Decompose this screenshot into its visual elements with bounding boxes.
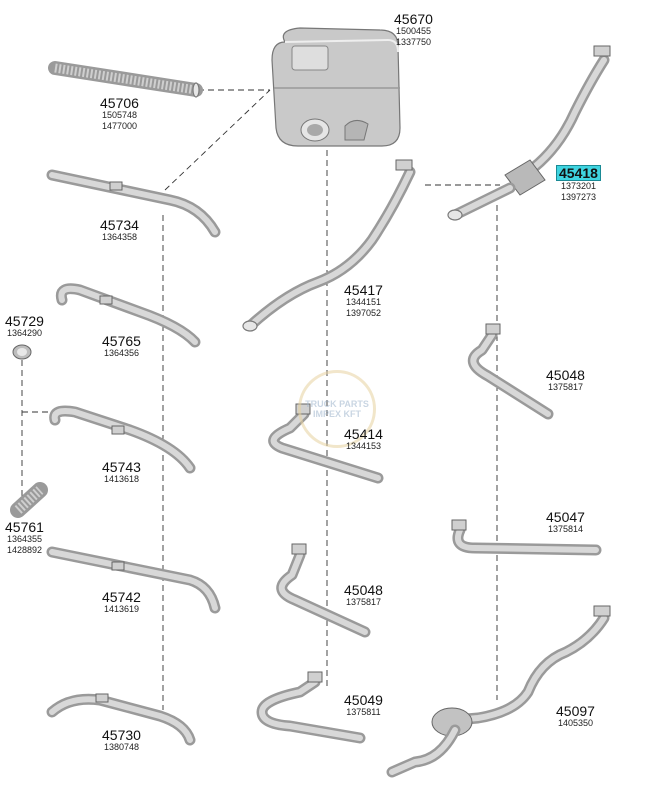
pipe-45730[interactable] [46, 693, 196, 746]
part-ref: 1477000 [101, 121, 137, 131]
watermark-line1: TRUCK PARTS [305, 399, 369, 409]
pipe-45742[interactable] [46, 546, 221, 614]
part-label-45670[interactable]: 45670 1500455 1337750 [394, 12, 433, 48]
flex-joint-45761[interactable] [10, 482, 48, 518]
pipe-45048-middle[interactable] [276, 543, 371, 638]
part-label-45048-middle[interactable]: 45048 1375817 [344, 583, 383, 608]
part-ref: 1364290 [6, 328, 42, 338]
part-number: 45730 [102, 727, 141, 743]
part-number: 45729 [5, 313, 44, 329]
part-ref: 1405350 [557, 718, 593, 728]
part-label-45742[interactable]: 45742 1413619 [102, 590, 141, 615]
part-ref: 1428892 [6, 545, 42, 555]
part-ref: 1373201 [560, 181, 596, 191]
watermark-logo: TRUCK PARTS IMPEX KFT [298, 370, 376, 448]
part-label-45048-right[interactable]: 45048 1375817 [546, 368, 585, 393]
part-label-45049[interactable]: 45049 1375811 [344, 693, 383, 718]
muffler-45670[interactable] [271, 27, 401, 147]
part-label-45734[interactable]: 45734 1364358 [100, 218, 139, 243]
part-label-45418[interactable]: 45418 1373201 1397273 [556, 165, 601, 203]
part-ref: 1344151 [345, 297, 381, 307]
part-ref: 1375814 [547, 524, 583, 534]
part-label-45729[interactable]: 45729 1364290 [5, 314, 44, 339]
part-number: 45048 [546, 367, 585, 383]
watermark-line2: IMPEX KFT [312, 409, 361, 419]
part-ref: 1397052 [345, 308, 381, 318]
part-label-45414[interactable]: 45414 1344153 [344, 427, 383, 452]
part-number: 45761 [5, 519, 44, 535]
pipe-45734[interactable] [46, 169, 221, 238]
part-number: 45742 [102, 589, 141, 605]
part-number: 45049 [344, 692, 383, 708]
part-label-45706[interactable]: 45706 1505748 1477000 [100, 96, 139, 132]
part-ref: 1380748 [103, 742, 139, 752]
pipe-45765[interactable] [55, 283, 201, 348]
part-label-45765[interactable]: 45765 1364356 [102, 334, 141, 359]
clamp-45729[interactable] [12, 344, 32, 360]
part-number: 45048 [344, 582, 383, 598]
pipe-45743[interactable] [49, 405, 196, 474]
part-ref: 1364356 [103, 348, 139, 358]
part-ref: 1337750 [395, 37, 431, 47]
part-label-45097[interactable]: 45097 1405350 [556, 704, 595, 729]
pipe-45097[interactable] [386, 605, 611, 778]
part-number: 45414 [344, 426, 383, 442]
part-ref: 1375811 [346, 707, 381, 717]
part-ref: 1413619 [103, 604, 139, 614]
part-ref: 1397273 [560, 192, 596, 202]
part-ref: 1344153 [345, 441, 381, 451]
pipe-45049[interactable] [256, 671, 366, 744]
part-ref: 1375817 [547, 382, 583, 392]
part-label-45047[interactable]: 45047 1375814 [546, 510, 585, 535]
part-number: 45097 [556, 703, 595, 719]
pipe-45048-right[interactable] [467, 323, 554, 420]
part-number: 45417 [344, 282, 383, 298]
pipe-45417[interactable] [242, 159, 416, 332]
part-ref: 1364355 [6, 534, 42, 544]
flex-pipe-45706[interactable] [48, 61, 203, 98]
part-number: 45706 [100, 95, 139, 111]
part-ref: 1500455 [395, 26, 431, 36]
part-label-45730[interactable]: 45730 1380748 [102, 728, 141, 753]
part-number: 45765 [102, 333, 141, 349]
part-ref: 1413618 [103, 474, 139, 484]
part-number: 45743 [102, 459, 141, 475]
part-number: 45047 [546, 509, 585, 525]
pipe-45047[interactable] [451, 519, 602, 556]
part-ref: 1364358 [101, 232, 137, 242]
part-ref: 1375817 [345, 597, 381, 607]
part-label-45761[interactable]: 45761 1364355 1428892 [5, 520, 44, 556]
part-ref: 1505748 [101, 110, 137, 120]
part-label-45743[interactable]: 45743 1413618 [102, 460, 141, 485]
pipe-45418[interactable] [447, 45, 611, 221]
part-number-highlighted: 45418 [556, 165, 601, 181]
part-label-45417[interactable]: 45417 1344151 1397052 [344, 283, 383, 319]
part-number: 45670 [394, 11, 433, 27]
part-number: 45734 [100, 217, 139, 233]
